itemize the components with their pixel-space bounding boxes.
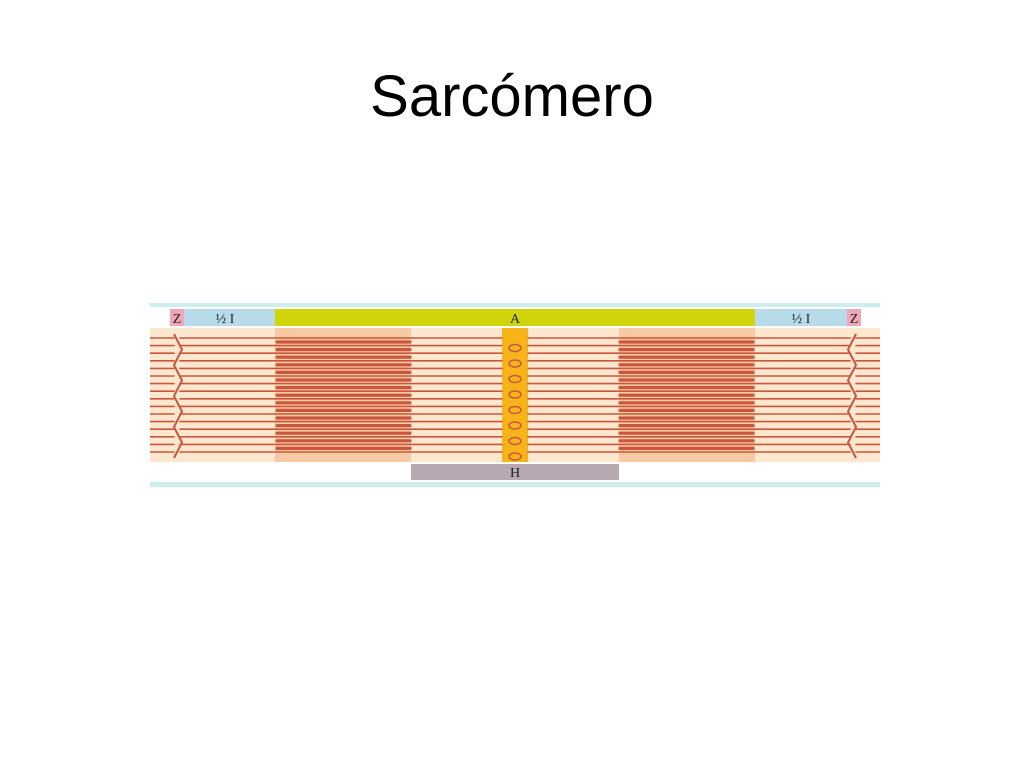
z-disc-right xyxy=(846,333,858,459)
m-line-node xyxy=(508,436,522,446)
m-line-node xyxy=(508,374,522,384)
half-i-label-right: ½ I xyxy=(792,312,811,327)
m-line-node xyxy=(508,390,522,399)
a-band-bar xyxy=(275,309,755,326)
sarcomere-svg: Z ½ I A ½ I Z H xyxy=(150,303,880,487)
z-disc-left xyxy=(172,333,184,459)
m-line-node xyxy=(508,343,522,353)
sarcomere-diagram: Z ½ I A ½ I Z H xyxy=(150,303,880,487)
z-label-right: Z xyxy=(850,312,859,327)
a-band-label: A xyxy=(510,312,521,327)
frame-top xyxy=(150,303,880,307)
half-i-label-left: ½ I xyxy=(216,312,235,327)
filament-group xyxy=(150,333,880,461)
h-zone-label: H xyxy=(510,466,520,481)
z-tag-right xyxy=(847,309,861,326)
m-line-node xyxy=(508,405,522,415)
z-label-left: Z xyxy=(173,312,182,327)
i-band-right xyxy=(755,309,848,326)
m-line-node xyxy=(508,452,522,461)
m-line-node xyxy=(508,359,522,368)
frame-bottom xyxy=(150,482,880,487)
h-zone-bar xyxy=(411,464,619,480)
i-band-left xyxy=(170,309,275,326)
m-line-node xyxy=(508,421,522,430)
z-tag-left xyxy=(170,309,184,326)
slide-title: Sarcómero xyxy=(370,64,654,129)
